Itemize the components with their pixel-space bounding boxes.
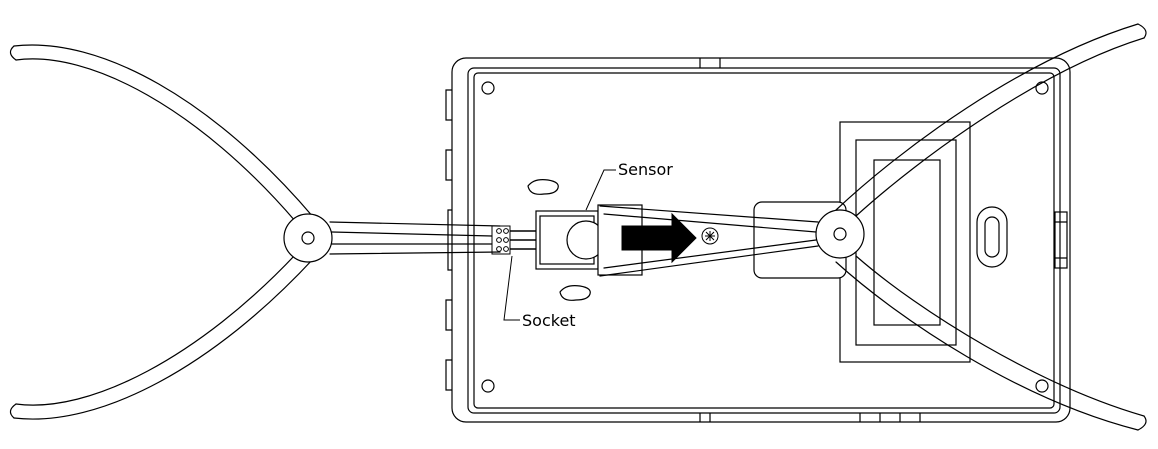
- left-pliers: [9, 44, 501, 420]
- sensor-label: Sensor: [618, 160, 673, 179]
- display-window-mid: [855, 139, 957, 346]
- housing-inner-frame-2: [473, 72, 1055, 409]
- housing-bottom-notches: [699, 413, 921, 422]
- right-pliers-jaws: [599, 205, 819, 277]
- screw-hole-bottom-right: [1035, 379, 1049, 393]
- right-pliers: [599, 23, 1147, 431]
- screw-hole-top-left: [481, 81, 495, 95]
- sensor-leader-line: [585, 169, 616, 211]
- socket-leader-line: [503, 255, 520, 321]
- left-pliers-jaws: [329, 221, 501, 255]
- screw-hole-bottom-left: [481, 379, 495, 393]
- socket-pins: [510, 230, 536, 250]
- housing-outer: [451, 57, 1071, 423]
- oval-slot-outer: [976, 206, 1008, 268]
- display-window-inner: [873, 159, 941, 326]
- housing-top-notch: [699, 58, 721, 68]
- sensor-module: [535, 204, 643, 276]
- mounting-slot-upper: [527, 179, 559, 195]
- mounting-slot-lower: [559, 285, 591, 301]
- socket: [491, 225, 536, 255]
- callout-lines: [503, 169, 616, 321]
- screw-hole-top-right: [1035, 81, 1049, 95]
- oval-slot-inner: [984, 216, 1000, 258]
- jaw-screw-icon: [701, 227, 719, 245]
- housing-right-clip: [1054, 211, 1068, 269]
- push-direction-arrow-icon: [621, 212, 697, 264]
- socket-label: Socket: [522, 311, 576, 330]
- housing-left-tabs: [445, 89, 452, 391]
- housing-inner-frame: [467, 67, 1061, 414]
